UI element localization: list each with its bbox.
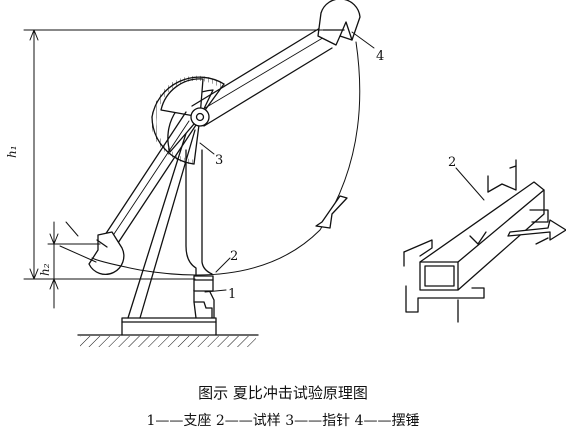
callout-specimen-detail-label: 2 bbox=[448, 155, 456, 170]
callout-specimen-label: 2 bbox=[230, 249, 238, 264]
machine-base bbox=[121, 317, 217, 336]
pendulum-arm-raised bbox=[191, 27, 333, 127]
pendulum-pivot bbox=[190, 107, 210, 127]
specimen-detail bbox=[403, 159, 566, 323]
h2-label: h₂ bbox=[38, 263, 52, 276]
swing-path bbox=[91, 41, 361, 276]
callout-pointer-label: 3 bbox=[215, 153, 223, 168]
figure-caption-legend: 1——支座 2——试样 3——指针 4——摆锤 bbox=[146, 413, 420, 429]
swing-direction-arrow bbox=[315, 195, 348, 229]
callout-hammer-label: 4 bbox=[376, 49, 384, 64]
height-dimension-h1 bbox=[23, 29, 323, 280]
support bbox=[193, 289, 215, 319]
callout-support-label: 1 bbox=[228, 287, 236, 302]
pendulum-arm-lowered bbox=[102, 111, 197, 247]
figure-caption-title: 图示 夏比冲击试验原理图 bbox=[198, 384, 368, 402]
ground bbox=[77, 334, 259, 347]
hammer-lowered bbox=[88, 231, 125, 275]
hammer-raised bbox=[317, 0, 361, 46]
height-dimension-h2 bbox=[47, 221, 101, 309]
h1-label: h₁ bbox=[5, 145, 19, 158]
specimen bbox=[193, 275, 214, 292]
